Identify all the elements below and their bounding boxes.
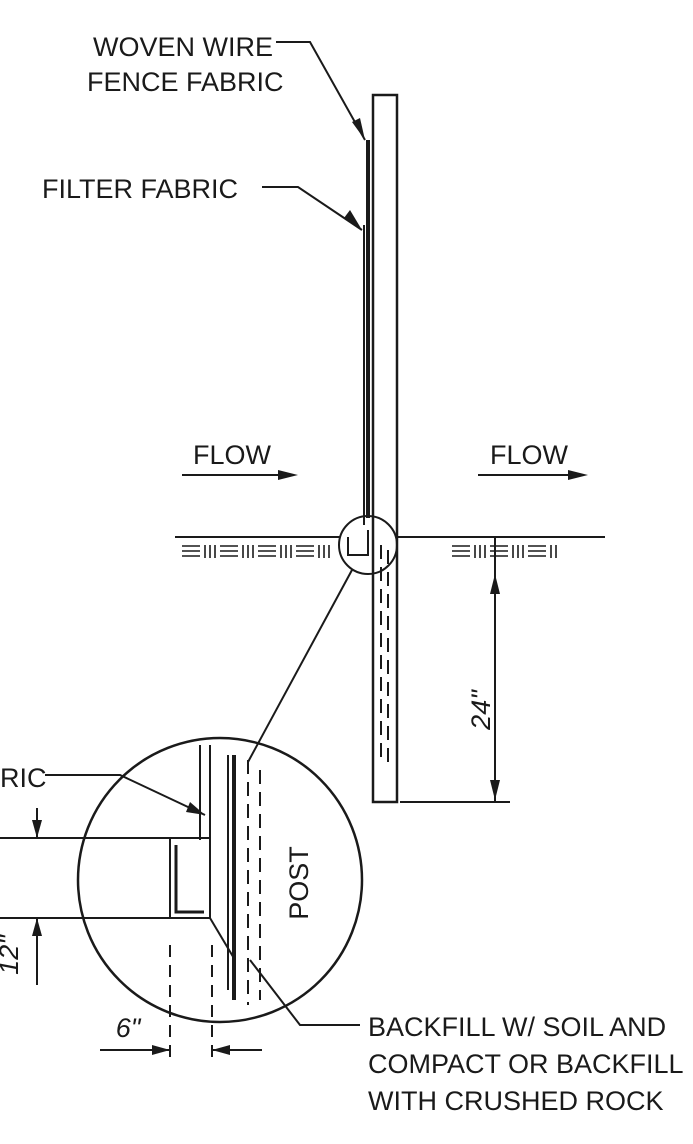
detail-connector-line [247,569,353,763]
backfill-label-line3: WITH CRUSHED ROCK [368,1086,664,1116]
dimension-24 [400,537,510,803]
woven-wire-label-line1: WOVEN WIRE [93,32,273,62]
detail-large-circle [76,736,364,1024]
trench-small [347,530,369,556]
dimension-12-label: 12" [0,934,24,975]
dimension-12 [0,808,170,985]
filter-fabric-leader [262,186,363,231]
fence-post [371,93,399,804]
soil-hatch-left [182,545,330,558]
backfill-label-line2: COMPACT OR BACKFILL [368,1049,684,1079]
backfill-leader [249,959,360,1026]
dimension-6-label: 6" [116,1013,142,1043]
backfill-label-line1: BACKFILL W/ SOIL AND [368,1012,666,1042]
detail-fabric-leader [45,774,206,816]
filter-fabric-label: FILTER FABRIC [42,174,238,204]
dimension-6 [100,945,262,1060]
flow-left-label: FLOW [193,440,272,470]
flow-arrow-right [478,470,588,480]
woven-wire-leader [276,41,366,141]
detail-callout-circle [338,515,398,575]
detail-fabric-label: RIC [0,763,47,793]
soil-hatch-right [452,545,557,558]
flow-right-label: FLOW [490,440,569,470]
flow-arrow-left [182,470,298,480]
detail-internal [0,745,261,1005]
woven-wire-label-line2: FENCE FABRIC [87,67,284,97]
dimension-24-label: 24" [466,689,496,731]
post-label: POST [284,846,314,920]
